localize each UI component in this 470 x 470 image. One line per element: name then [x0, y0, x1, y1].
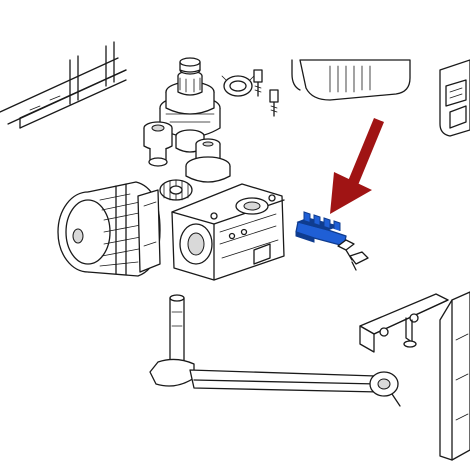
gearbox-housing: [171, 183, 285, 281]
arrow-down-left-icon: [330, 118, 384, 214]
operating-arm: [149, 294, 401, 407]
right-bracket: [359, 293, 449, 353]
circlip: [221, 75, 255, 97]
top-right-housing: [439, 59, 470, 137]
worm-gear: [159, 179, 193, 201]
right-vertical-arm: [439, 291, 470, 461]
bearing-small: [143, 121, 173, 167]
gear-stack: [159, 57, 221, 153]
connector-terminal-block[interactable]: [295, 211, 347, 247]
bushing: [185, 138, 231, 183]
top-left-bracket: [0, 41, 127, 129]
screw-top-a: [253, 69, 263, 97]
terminal-nut: [349, 251, 369, 271]
screw-top-b: [269, 89, 279, 117]
electric-motor: [57, 181, 161, 277]
top-casing-edge: [291, 59, 411, 101]
